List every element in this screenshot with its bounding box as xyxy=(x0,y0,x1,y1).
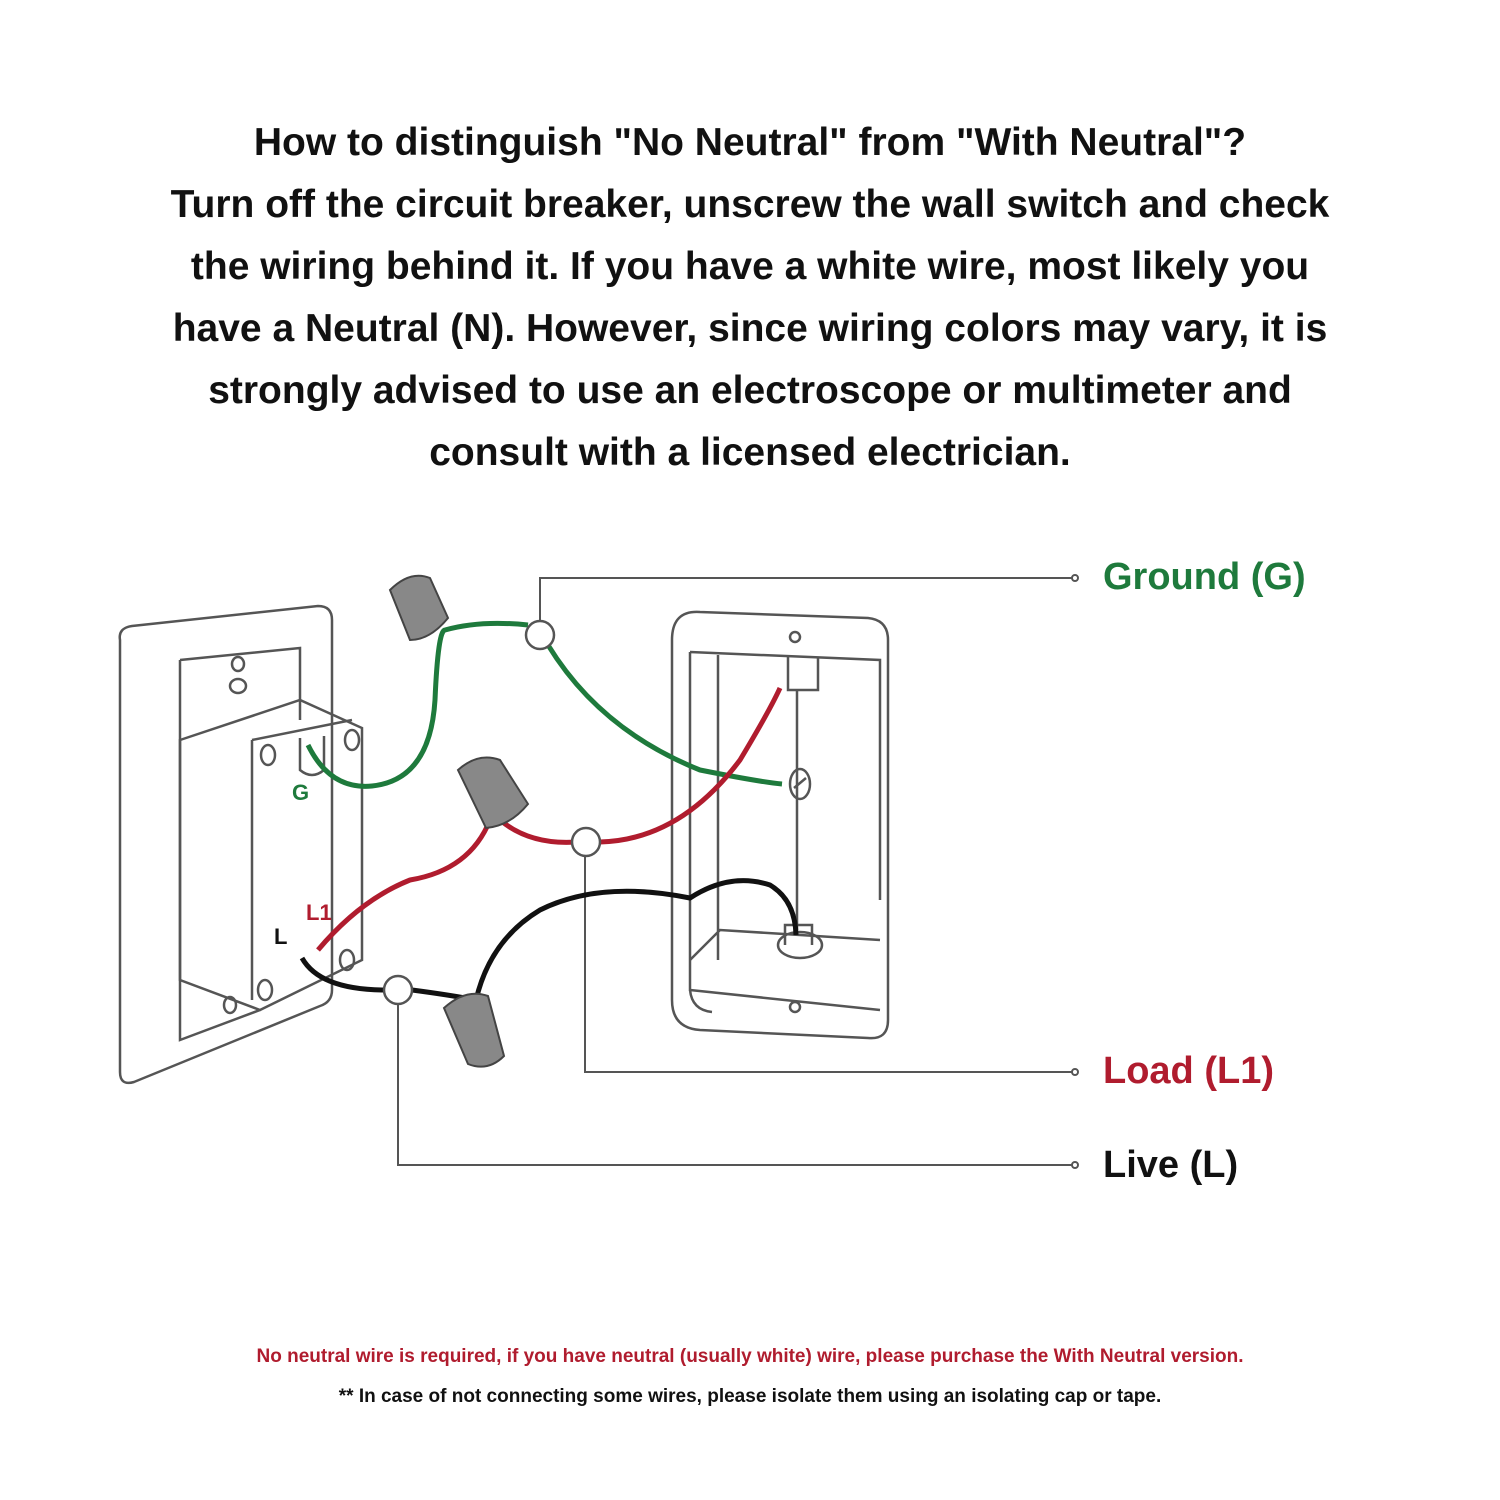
terminal-label-g: G xyxy=(292,780,310,805)
title-line: strongly advised to use an electroscope … xyxy=(208,369,1292,412)
title-line: the wiring behind it. If you have a whit… xyxy=(190,245,1310,288)
title-line: How to distinguish "No Neutral" from "Wi… xyxy=(253,121,1247,164)
ground-label: Ground (G) xyxy=(1103,556,1306,598)
neutral-note: No neutral wire is required, if you have… xyxy=(256,1346,1244,1367)
ground-wire xyxy=(305,620,783,789)
smart-switch-illustration xyxy=(118,604,364,1085)
title-line: have a Neutral (N). However, since wirin… xyxy=(172,307,1328,350)
wire-nut-icon xyxy=(388,574,530,1068)
terminal-label-l: L xyxy=(274,924,288,949)
instruction-heading: How to distinguish "No Neutral" from "Wi… xyxy=(0,112,1500,484)
title-line: consult with a licensed electrician. xyxy=(429,431,1071,474)
live-label: Live (L) xyxy=(1103,1144,1239,1186)
junction-box-illustration xyxy=(670,610,890,1040)
terminal-label-l1: L1 xyxy=(306,900,332,925)
title-line: Turn off the circuit breaker, unscrew th… xyxy=(170,183,1330,226)
isolation-note: ** In case of not connecting some wires,… xyxy=(338,1386,1162,1407)
load-label: Load (L1) xyxy=(1103,1050,1274,1092)
load-wire xyxy=(316,686,783,952)
leader-lines xyxy=(397,574,1079,1169)
load-junction xyxy=(570,826,602,858)
ground-junction xyxy=(524,619,556,651)
live-junction xyxy=(382,974,414,1006)
